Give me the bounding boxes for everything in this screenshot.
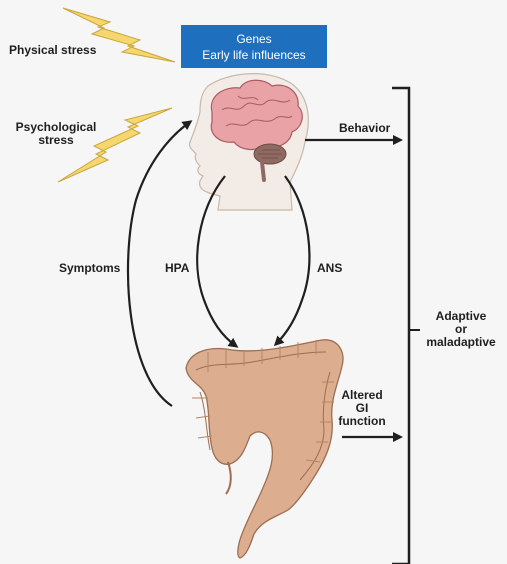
genes-label: Genes xyxy=(181,31,327,47)
genes-early-life-box: Genes Early life influences xyxy=(181,25,327,68)
psychological-stress-line2: stress xyxy=(12,134,100,147)
adaptive-maladaptive-label: Adaptive or maladaptive xyxy=(421,310,501,349)
symptoms-label: Symptoms xyxy=(59,262,120,275)
colon-icon xyxy=(186,340,343,558)
early-life-influences-label: Early life influences xyxy=(181,47,327,63)
outcome-bracket xyxy=(392,88,409,564)
maladaptive-line: maladaptive xyxy=(421,336,501,349)
psychological-stress-label: Psychological stress xyxy=(12,121,100,147)
altered-gi-function-label: Altered GI function xyxy=(334,389,390,428)
hpa-label: HPA xyxy=(165,262,189,275)
function-line: function xyxy=(334,415,390,428)
behavior-label: Behavior xyxy=(339,122,390,135)
ans-label: ANS xyxy=(317,262,342,275)
physical-stress-label: Physical stress xyxy=(9,44,96,57)
